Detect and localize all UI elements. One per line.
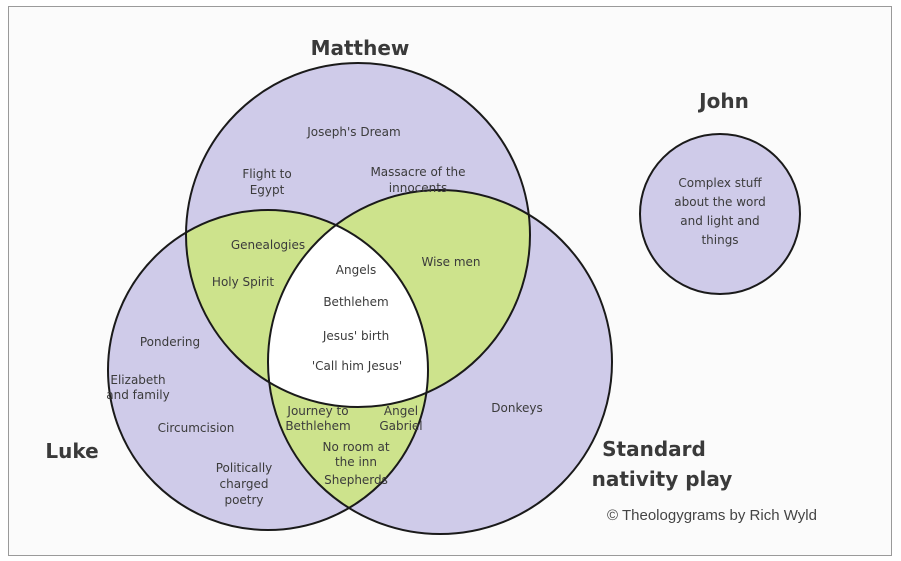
- label-bethlehem: Bethlehem: [323, 295, 388, 309]
- label-gabriel-1: Angel: [384, 404, 418, 418]
- label-john-4: things: [701, 233, 738, 247]
- label-journey-1: Journey to: [286, 404, 348, 418]
- label-flight-2: Egypt: [250, 183, 285, 197]
- all-three-overlap: [268, 210, 428, 407]
- credit-text: © Theologygrams by Rich Wyld: [607, 507, 817, 524]
- label-journey-2: Bethlehem: [285, 419, 350, 433]
- label-john-2: about the word: [674, 195, 765, 209]
- label-elizabeth-2: and family: [106, 388, 169, 402]
- luke-title: Luke: [45, 439, 98, 463]
- label-holy-spirit: Holy Spirit: [212, 275, 274, 289]
- label-poetry-1: Politically: [216, 461, 273, 475]
- label-jesus-birth: Jesus' birth: [322, 329, 389, 343]
- label-angels: Angels: [336, 263, 376, 277]
- label-pondering: Pondering: [140, 335, 200, 349]
- label-massacre-2: innocents: [389, 181, 447, 195]
- play-outline: [267, 189, 613, 535]
- matthew-outline: [185, 62, 531, 408]
- label-donkeys: Donkeys: [491, 401, 542, 415]
- label-flight-1: Flight to: [242, 167, 291, 181]
- label-circumcision: Circumcision: [158, 421, 235, 435]
- label-massacre-1: Massacre of the: [370, 165, 465, 179]
- label-inn-2: the inn: [335, 455, 377, 469]
- label-shepherds: Shepherds: [324, 473, 388, 487]
- label-john-1: Complex stuff: [678, 176, 762, 190]
- label-john-3: and light and: [680, 214, 759, 228]
- john-outline: [639, 133, 801, 295]
- label-inn-1: No room at: [322, 440, 389, 454]
- john-title: John: [697, 89, 749, 113]
- label-call-him: 'Call him Jesus': [312, 359, 402, 373]
- play-title-line1: Standard: [602, 437, 706, 461]
- matthew-title: Matthew: [311, 36, 410, 60]
- luke-outline: [107, 209, 429, 531]
- label-wise-men: Wise men: [421, 255, 480, 269]
- label-poetry-3: poetry: [224, 493, 263, 507]
- label-josephs-dream: Joseph's Dream: [306, 125, 400, 139]
- john-circle: [640, 134, 800, 294]
- label-gabriel-2: Gabriel: [379, 419, 422, 433]
- label-genealogies: Genealogies: [231, 238, 305, 252]
- label-elizabeth-1: Elizabeth: [110, 373, 165, 387]
- label-poetry-2: charged: [220, 477, 269, 491]
- play-title-line2: nativity play: [592, 467, 733, 491]
